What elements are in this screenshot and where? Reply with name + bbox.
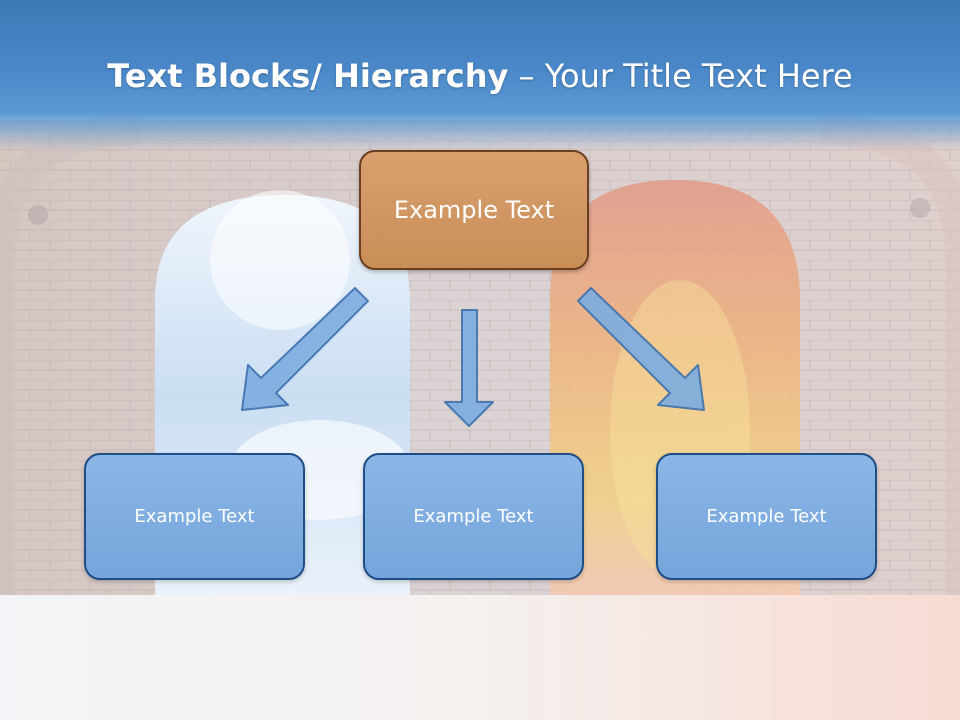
slide-title: Text Blocks/ Hierarchy – Your Title Text… — [0, 56, 960, 96]
arrow-to-middle-child — [444, 309, 494, 427]
child-node-right[interactable]: Example Text — [656, 453, 877, 580]
child-node-label: Example Text — [134, 506, 255, 527]
arrow-to-left-child — [241, 287, 369, 411]
root-node-label: Example Text — [393, 196, 555, 224]
title-band — [0, 0, 960, 150]
title-rest-part: Your Title Text Here — [544, 57, 853, 95]
title-separator: – — [508, 57, 545, 95]
root-node[interactable]: Example Text — [359, 150, 589, 270]
child-node-left[interactable]: Example Text — [84, 453, 305, 580]
arrow-to-right-child — [577, 287, 705, 411]
child-node-middle[interactable]: Example Text — [363, 453, 584, 580]
child-node-label: Example Text — [706, 506, 827, 527]
title-bold-part: Text Blocks/ Hierarchy — [107, 57, 509, 95]
child-node-label: Example Text — [413, 506, 534, 527]
